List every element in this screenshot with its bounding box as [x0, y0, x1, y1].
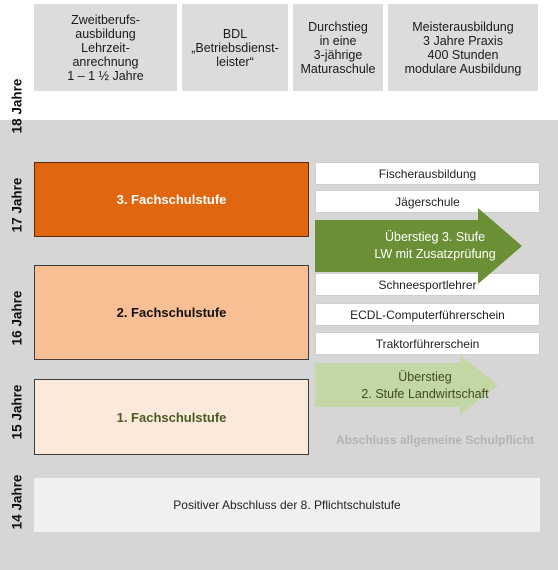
stage-1-box: 1. Fachschulstufe [34, 379, 309, 455]
top-box-meister: Meisterausbildung 3 Jahre Praxis 400 Stu… [388, 4, 538, 91]
base-box: Positiver Abschluss der 8. Pflichtschuls… [34, 478, 540, 532]
top-box-zweitberuf: Zweitberufs- ausbildung Lehrzeit- anrech… [34, 4, 177, 91]
stage-2-label: 2. Fachschulstufe [116, 305, 227, 320]
stage-3-box: 3. Fachschulstufe [34, 162, 309, 237]
option-jaegerschule: Jägerschule [315, 190, 540, 213]
option-fischerausbildung: Fischerausbildung [315, 162, 540, 185]
option-ecdl: ECDL-Computerführerschein [315, 303, 540, 326]
arrow-upper-label: Überstieg 3. Stufe LW mit Zusatzprüfung [374, 230, 496, 261]
stage-3-label: 3. Fachschulstufe [116, 192, 227, 207]
stage-1-label: 1. Fachschulstufe [116, 409, 227, 425]
top-box-bdl: BDL „Betriebsdienst- leister“ [182, 4, 288, 91]
stage-2-box: 2. Fachschulstufe [34, 265, 309, 360]
schulpflicht-note: Abschluss allgemeine Schulpflicht [335, 433, 535, 447]
arrow-upper-shape [315, 208, 522, 284]
top-box-durchstieg: Durchstieg in eine 3-jährige Maturaschul… [293, 4, 383, 91]
option-traktorfuehrerschein: Traktorführerschein [315, 332, 540, 355]
arrow-lower-label: Überstieg 2. Stufe Landwirtschaft [361, 370, 489, 401]
base-label: Positiver Abschluss der 8. Pflichtschuls… [173, 498, 401, 512]
arrow-lower-shape [315, 355, 498, 415]
